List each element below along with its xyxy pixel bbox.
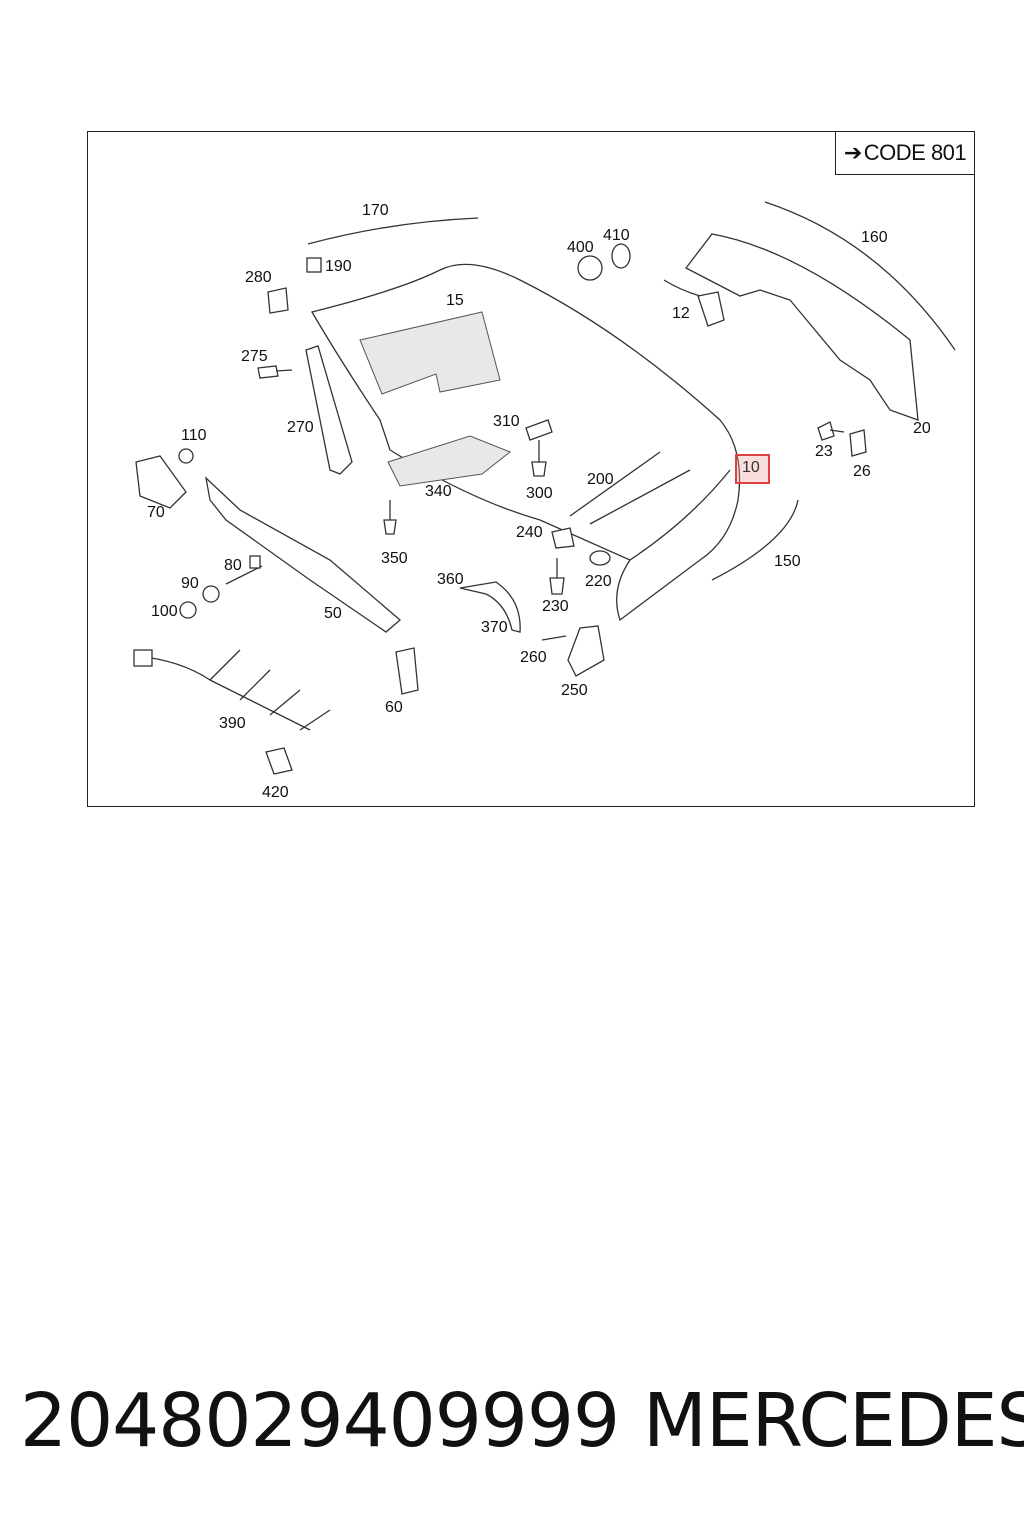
callout-310: 310 <box>493 413 520 430</box>
highlighted-part-label: 10 <box>742 459 760 476</box>
part-110-nut <box>178 448 194 464</box>
part-number: 2048029409999 <box>20 1378 620 1464</box>
callout-190: 190 <box>325 258 352 275</box>
callout-230: 230 <box>542 598 569 615</box>
part-12-bracket <box>697 291 725 327</box>
callout-220: 220 <box>585 573 612 590</box>
callout-275: 275 <box>241 348 268 365</box>
part-370-trim <box>459 581 521 633</box>
part-170-trim-strip <box>307 217 479 245</box>
part-230-bolt <box>549 558 565 595</box>
part-250-bracket <box>567 625 605 677</box>
callout-340: 340 <box>425 483 452 500</box>
code-label-box: ➔CODE 801 <box>835 131 975 175</box>
part-240-clip <box>551 527 575 549</box>
part-390-harness <box>135 649 331 731</box>
part-200-strip <box>569 451 661 517</box>
part-310-clip <box>525 419 553 441</box>
callout-90: 90 <box>181 575 199 592</box>
callout-350: 350 <box>381 550 408 567</box>
callout-260: 260 <box>520 649 547 666</box>
part-90-washer <box>202 585 220 603</box>
highlighted-part-box[interactable] <box>735 454 770 484</box>
part-200-strip-b <box>589 469 691 525</box>
callout-170: 170 <box>362 202 389 219</box>
callout-400: 400 <box>567 239 594 256</box>
part-275-screw <box>257 365 293 379</box>
callout-270: 270 <box>287 419 314 436</box>
part-160-trim-strip <box>764 201 956 351</box>
code-label: CODE 801 <box>863 140 967 165</box>
brand-name: MERCEDES <box>643 1378 1024 1464</box>
part-220-cap <box>589 550 611 566</box>
part-26-clip <box>849 429 867 457</box>
part-420-clip <box>265 747 293 775</box>
callout-370: 370 <box>481 619 508 636</box>
part-340-panel <box>387 435 511 487</box>
callout-100: 100 <box>151 603 178 620</box>
callout-160: 160 <box>861 229 888 246</box>
callout-200: 200 <box>587 471 614 488</box>
part-390-connector <box>133 649 153 667</box>
callout-50: 50 <box>324 605 342 622</box>
callout-70: 70 <box>147 504 165 521</box>
part-15-lower-edge <box>629 469 731 561</box>
callout-390: 390 <box>219 715 246 732</box>
callout-280: 280 <box>245 269 272 286</box>
callout-23: 23 <box>815 443 833 460</box>
part-70-bracket <box>135 455 187 509</box>
callout-20: 20 <box>913 420 931 437</box>
callout-410: 410 <box>603 227 630 244</box>
part-410-ring <box>611 243 631 269</box>
part-12-wire <box>663 279 701 297</box>
callout-60: 60 <box>385 699 403 716</box>
part-280-bracket <box>267 287 289 314</box>
part-300-bolt <box>531 440 547 477</box>
part-260-pin <box>541 635 567 641</box>
part-20-diffuser <box>685 233 919 421</box>
part-190-clip <box>306 257 322 273</box>
part-80-bolt <box>225 565 263 585</box>
part-100-nut <box>179 601 197 619</box>
callout-110: 110 <box>181 427 207 444</box>
part-50-beam <box>205 476 401 633</box>
part-150-trim-strip <box>711 499 799 581</box>
part-270-bracket <box>305 345 353 475</box>
callout-300: 300 <box>526 485 553 502</box>
callout-250: 250 <box>561 682 588 699</box>
callout-12: 12 <box>672 305 690 322</box>
callout-360: 360 <box>437 571 464 588</box>
callout-240: 240 <box>516 524 543 541</box>
part-15-inner-panel <box>359 311 501 395</box>
callout-80: 80 <box>224 557 242 574</box>
part-350-bolt <box>383 500 397 535</box>
callout-26: 26 <box>853 463 871 480</box>
part-60-bracket <box>395 647 419 695</box>
part-23-screw <box>817 421 845 441</box>
arrow-right-icon: ➔ <box>843 140 862 165</box>
callout-15: 15 <box>446 292 464 309</box>
part-80-head <box>249 555 261 569</box>
callout-150: 150 <box>774 553 801 570</box>
part-400-sensor <box>577 255 603 281</box>
callout-420: 420 <box>262 784 289 801</box>
